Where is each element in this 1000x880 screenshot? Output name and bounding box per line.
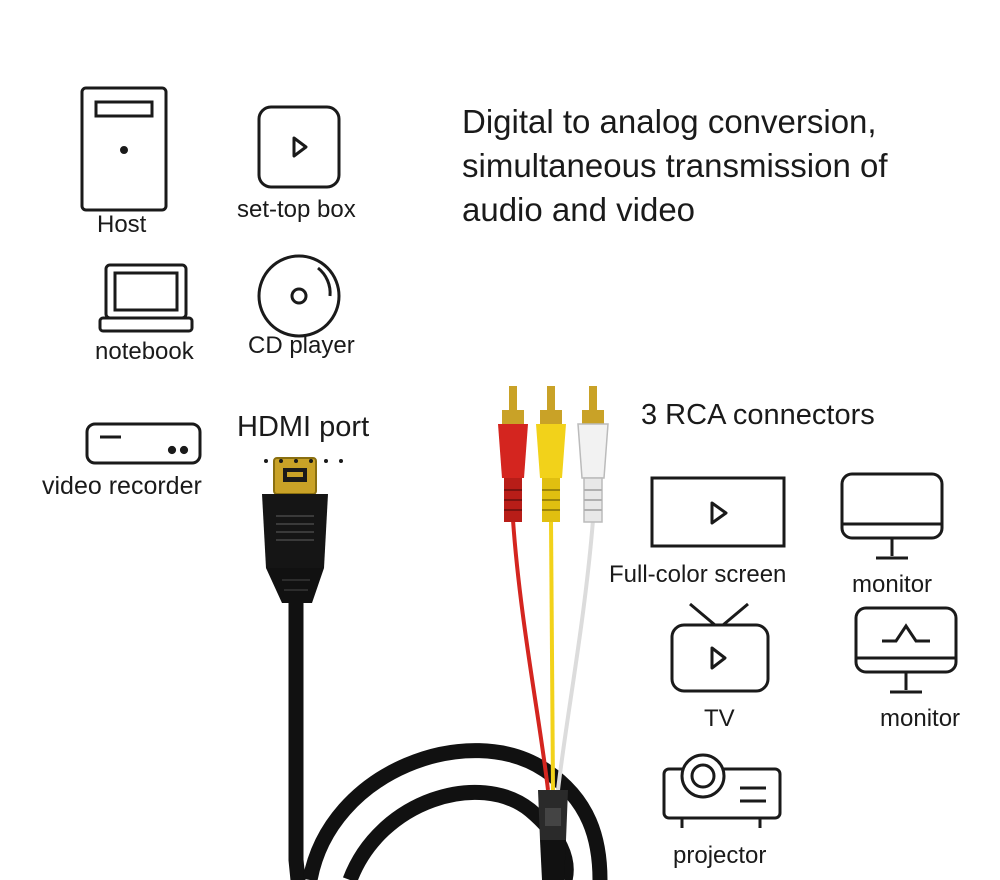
hdmi-port-pointer-dots (264, 459, 343, 463)
hdmi-port-label: HDMI port (237, 411, 370, 443)
set-top-box-icon (257, 105, 341, 189)
projector-icon (662, 753, 782, 828)
cd-player-icon (257, 254, 341, 338)
rca-wires (511, 519, 595, 791)
rca-yellow-plug (536, 386, 566, 522)
headline-line-1: Digital to analog conversion, (462, 103, 877, 140)
set-top-box-label: set-top box (237, 196, 356, 223)
full-color-screen-icon (650, 476, 786, 548)
headline: Digital to analog conversion, simultaneo… (462, 100, 888, 232)
monitor-label: monitor (852, 571, 933, 598)
video-recorder-icon (85, 422, 202, 465)
rca-splitter (538, 790, 568, 880)
monitor-waveform-icon (854, 606, 958, 694)
host-label: Host (97, 211, 147, 238)
rca-red-plug (498, 386, 528, 522)
full-color-screen-label: Full-color screen (609, 561, 787, 588)
monitor-waveform-label: monitor (880, 705, 961, 732)
rca-white-plug (577, 386, 609, 523)
headline-line-3: audio and video (462, 191, 696, 228)
notebook-icon (98, 263, 194, 333)
cd-player-label: CD player (248, 332, 355, 359)
host-icon (80, 86, 168, 212)
rca-connectors-label: 3 RCA connectors (641, 399, 875, 431)
notebook-label: notebook (95, 338, 194, 365)
video-recorder-label: video recorder (42, 472, 202, 500)
tv-label: TV (704, 705, 735, 732)
hdmi-connector (262, 457, 328, 603)
projector-label: projector (673, 842, 767, 869)
headline-line-2: simultaneous transmission of (462, 147, 888, 184)
tv-icon (670, 602, 770, 693)
monitor-icon (840, 472, 944, 560)
